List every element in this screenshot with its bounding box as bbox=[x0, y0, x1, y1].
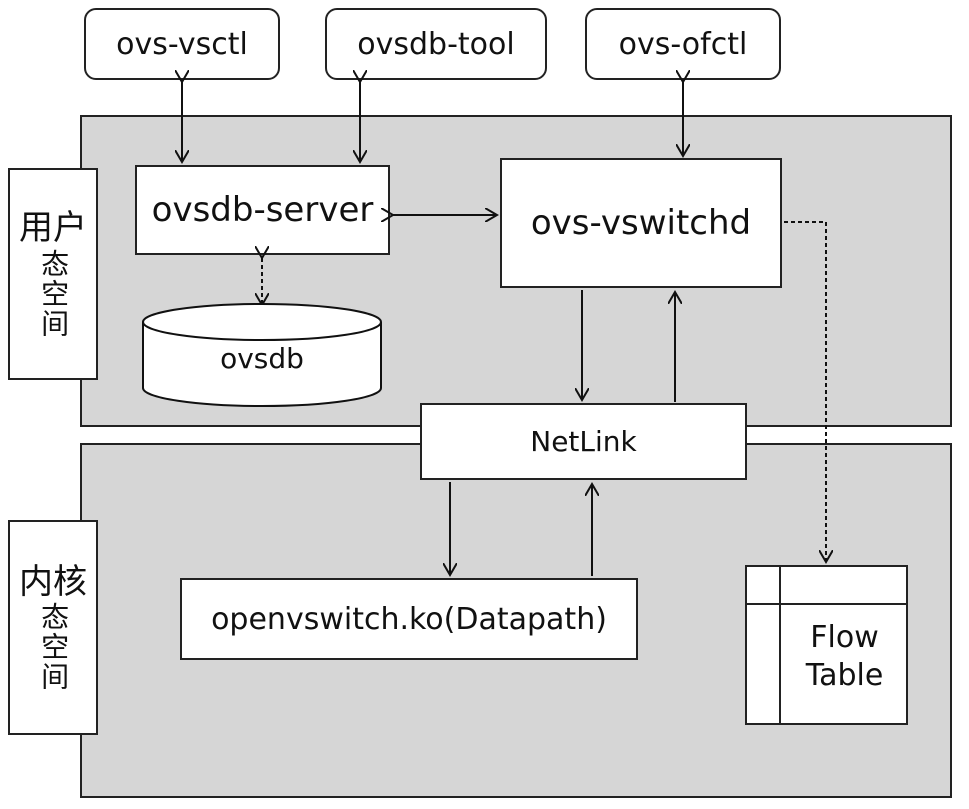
netlink-box: NetLink bbox=[420, 403, 747, 480]
ovs-ofctl-label: ovs-ofctl bbox=[618, 26, 748, 62]
flow-table-label-line-2: Table bbox=[805, 657, 884, 693]
ovs-vsctl-box: ovs-vsctl bbox=[84, 8, 280, 80]
ovsdb-label-text: ovsdb bbox=[220, 342, 304, 375]
datapath-box: openvswitch.ko(Datapath) bbox=[180, 578, 638, 660]
arrow-vswitchd-flowtable bbox=[784, 221, 826, 562]
user-space-label-line-1: 用户 bbox=[19, 208, 87, 249]
ovs-vswitchd-label: ovs-vswitchd bbox=[530, 203, 752, 243]
flow-table-label-line-1: Flow bbox=[810, 620, 879, 655]
ovs-vsctl-label: ovs-vsctl bbox=[116, 26, 248, 62]
ovsdb-tool-label: ovsdb-tool bbox=[357, 26, 515, 62]
ovsdb-label: ovsdb bbox=[143, 342, 381, 375]
ovsdb-server-box: ovsdb-server bbox=[135, 165, 390, 255]
flow-table-box: Flow Table bbox=[745, 565, 908, 725]
ovsdb-cylinder bbox=[142, 303, 382, 407]
kernel-space-label: 内核 态空间 bbox=[8, 520, 98, 735]
flow-table-divider-h bbox=[747, 603, 906, 605]
user-space-label: 用户 态空间 bbox=[8, 168, 98, 380]
ovs-vswitchd-box: ovs-vswitchd bbox=[500, 158, 782, 288]
netlink-label: NetLink bbox=[530, 425, 637, 458]
ovs-ofctl-box: ovs-ofctl bbox=[585, 8, 781, 80]
kernel-space-label-line-2: 态空间 bbox=[37, 602, 71, 693]
datapath-label: openvswitch.ko(Datapath) bbox=[211, 601, 607, 637]
kernel-space-label-line-1: 内核 bbox=[19, 561, 87, 602]
flow-table-label: Flow Table bbox=[781, 619, 908, 694]
ovsdb-server-label: ovsdb-server bbox=[151, 190, 374, 230]
user-space-label-line-2: 态空间 bbox=[37, 248, 71, 339]
ovsdb-tool-box: ovsdb-tool bbox=[325, 8, 547, 80]
flow-table-divider-v bbox=[779, 567, 781, 723]
